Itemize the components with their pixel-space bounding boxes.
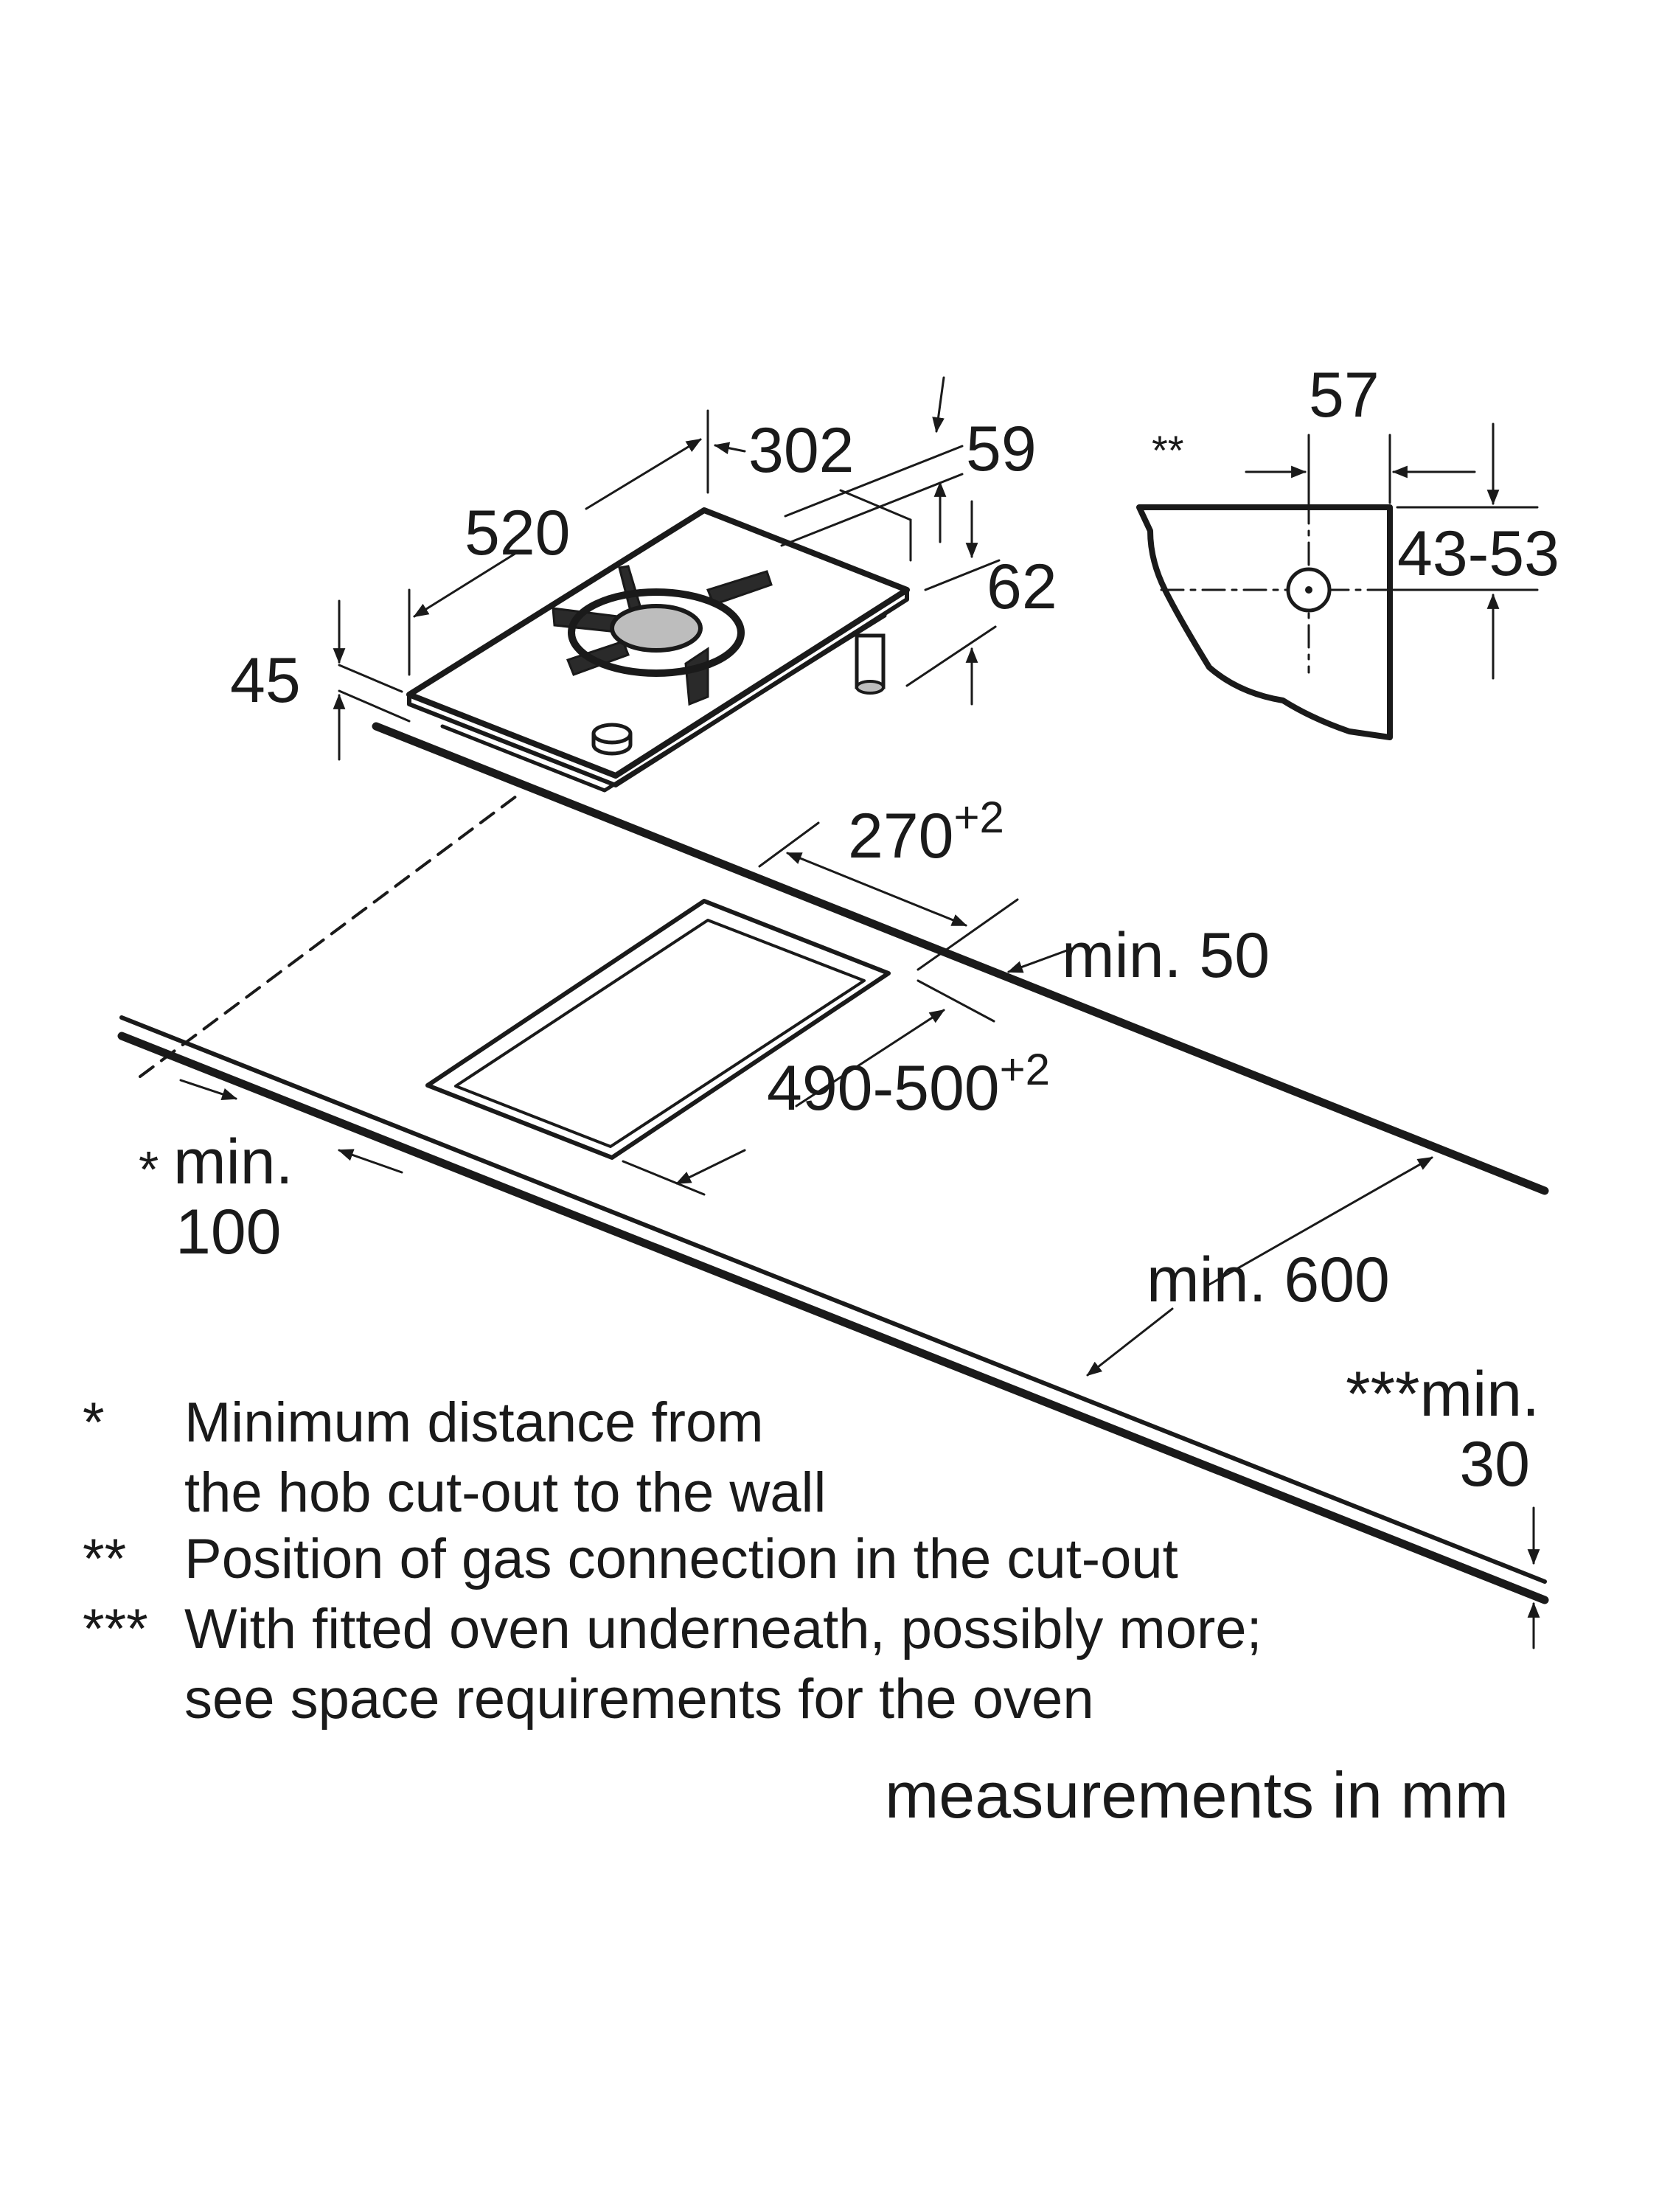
dim-302-label: 302 [748, 415, 855, 486]
cutout-dimension-lines [179, 821, 1540, 1649]
gas-pipe [855, 633, 886, 695]
dim-min-100-prefix: * [139, 1141, 159, 1198]
gas-connection-detail [1136, 422, 1539, 740]
footnote-2-line-1: Position of gas connection in the cut-ou… [184, 1528, 1178, 1590]
dim-520-label: 520 [465, 498, 571, 568]
dim-min-100-line2: 100 [175, 1197, 282, 1267]
footnote-1-line-2: the hob cut-out to the wall [184, 1461, 826, 1524]
dim-min-600-label: min. 600 [1147, 1245, 1390, 1315]
hob [406, 507, 910, 793]
dim-490-500-label: 490-500+2 [767, 1045, 1050, 1124]
dim-62-label: 62 [987, 552, 1057, 622]
burner-cap [610, 604, 703, 653]
units-note: measurements in mm [885, 1759, 1509, 1832]
footnote-3-line-1: With fitted oven underneath, possibly mo… [184, 1598, 1262, 1660]
footnote-marker-1: * [83, 1391, 105, 1454]
dim-45-label: 45 [230, 645, 301, 716]
dim-57-label: 57 [1309, 360, 1380, 431]
dim-min-100-line1: min. [173, 1127, 293, 1197]
gas-marker-label: ** [1152, 427, 1184, 473]
footnotes: * Minimum distance from the hob cut-out … [83, 1391, 1262, 1731]
dim-min-30-line1: ***min. [1346, 1359, 1540, 1430]
dim-43-53-label: 43-53 [1397, 518, 1559, 589]
dim-59-label: 59 [966, 414, 1037, 484]
control-knob [591, 723, 633, 756]
footnote-1-line-1: Minimum distance from [184, 1391, 764, 1454]
wall-dashed-line [139, 795, 518, 1078]
footnote-marker-3: *** [83, 1598, 148, 1660]
dim-min-50-label: min. 50 [1062, 920, 1270, 991]
footnote-3-line-2: see space requirements for the oven [184, 1668, 1094, 1731]
dim-min-30-line2: 30 [1459, 1429, 1530, 1500]
cutout [425, 899, 891, 1160]
footnote-marker-2: ** [83, 1528, 126, 1590]
worktop [117, 722, 1549, 1604]
dim-270-label: 270+2 [848, 793, 1004, 872]
hob-dimension-lines [333, 376, 1001, 761]
